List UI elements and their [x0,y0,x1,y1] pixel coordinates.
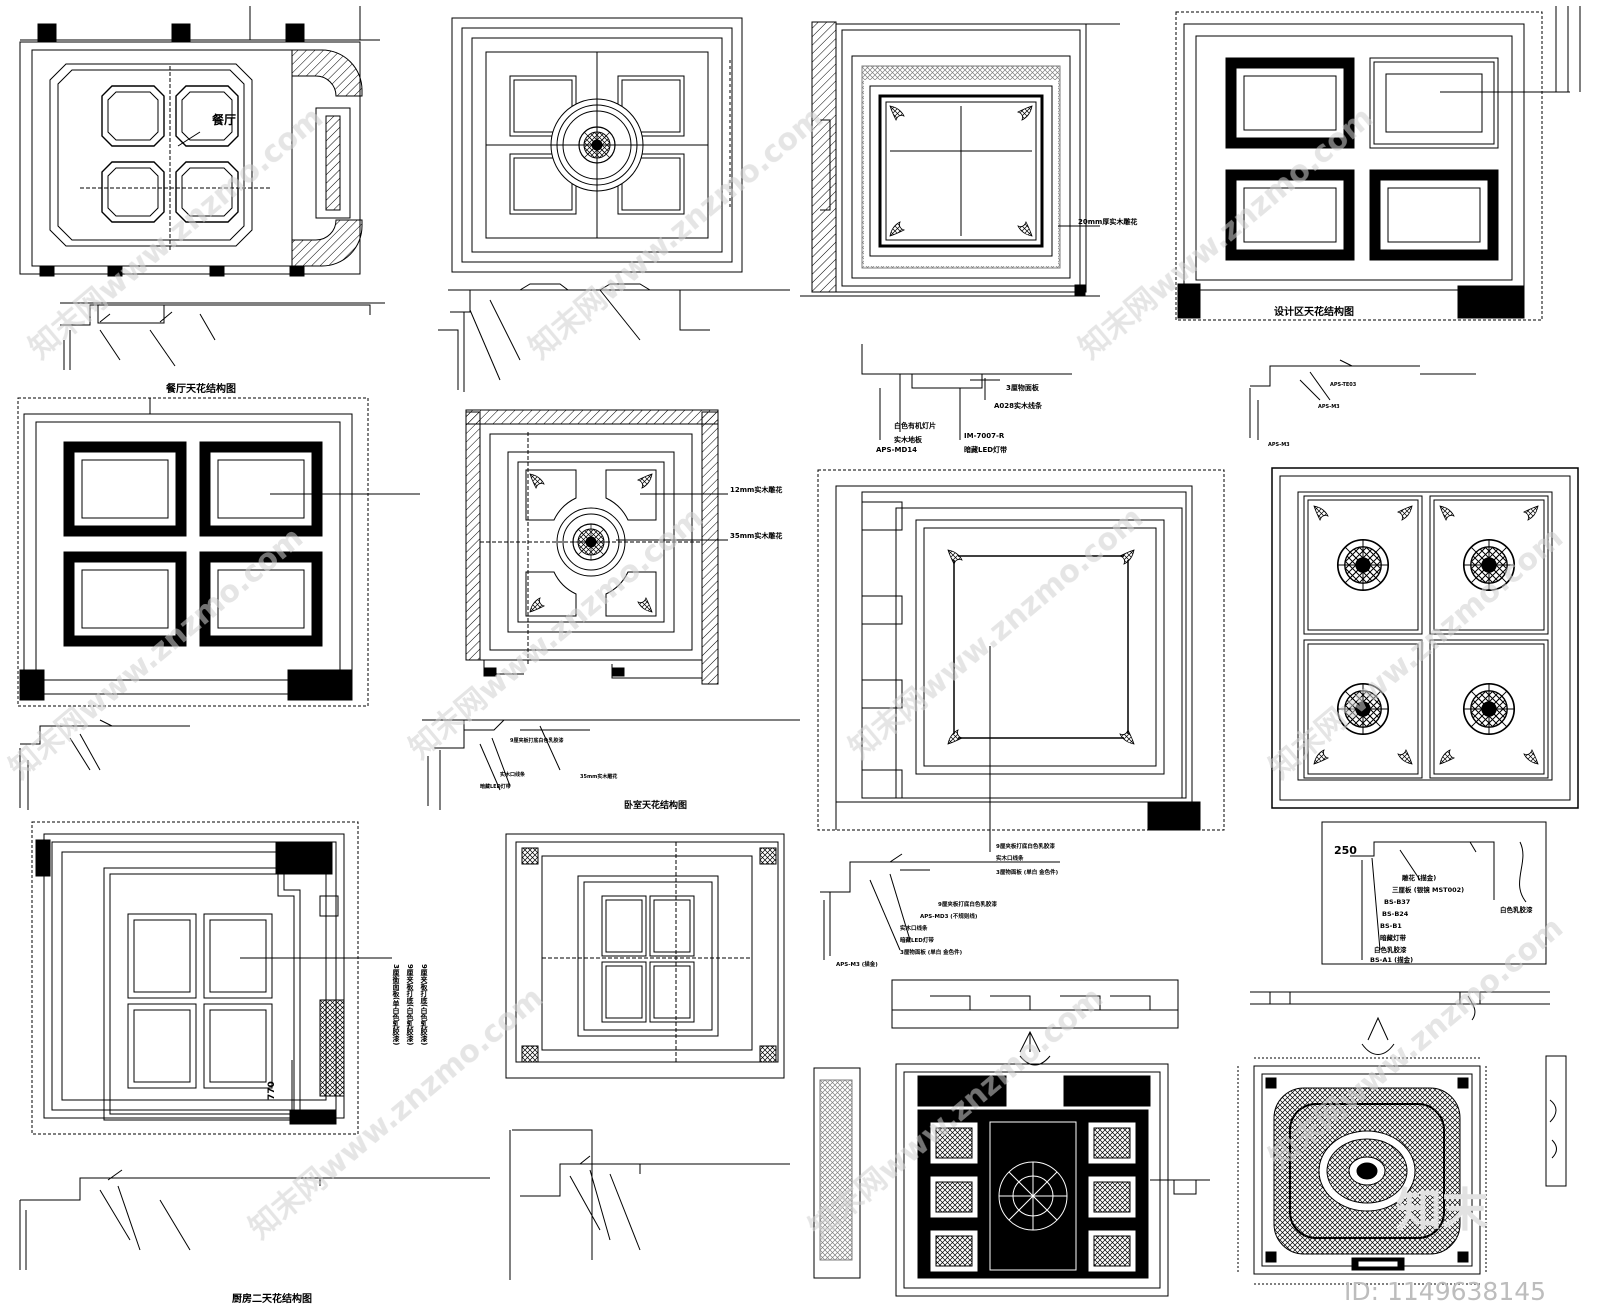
lattice-callout: 20mm厚实木雕花 [1078,217,1137,226]
center-label-8: 3厘物面板 (单白 金色件) [900,948,963,956]
four-panel-section [19,719,190,810]
kitchen2-title: 厨房二天花结构图 [232,1292,312,1305]
design-zone-section [1249,359,1476,440]
rosette-section-labels: 250 雕花 (描金) 三厘板 (银镜 MST002) BS-B37 BS-B2… [1334,844,1533,964]
right-label-2: 三厘板 (银镜 MST002) [1392,885,1464,894]
watermark-site-5: 知末网www.znzmo.com [403,500,710,766]
round-ceiling-section [438,283,790,392]
mid-label-5: IM-7007-R [964,432,1005,440]
mid-label-2: A028实木线条 [994,401,1043,410]
bedroom-label-4: 35mm实木雕花 [580,773,617,780]
center-label-4: 9厘夹板打底白色乳胶漆 [938,900,997,908]
ornament-ceiling-plan [817,469,1225,852]
bedroom-section [422,719,800,810]
kitchen2-vertical-notes: 3厘衡面板(单白色乳胶漆) 9厘夹板打底(白色乳胶漆) 9厘夹板打底(白色乳胶漆… [392,964,429,1045]
kitchen2-note-3: 9厘夹板打底(白色乳胶漆) [420,964,429,1045]
mid-label-7: 暗藏LED灯带 [964,445,1007,454]
right-label-4: BS-B24 [1382,910,1409,918]
restaurant-room-label: 餐厅 [212,112,236,127]
restaurant-title: 餐厅天花结构图 [165,382,236,395]
center-label-3: 3厘物面板 (单白 金色件) [996,868,1059,876]
kitchen2-dimension: 770 [267,1081,277,1100]
bedroom-callout-1: 12mm实木雕花 [730,485,782,494]
four-panel-ceiling-plan [17,397,420,707]
mid-label-1: 3厘物面板 [1006,383,1040,392]
right-label-8: BS-A1 (描金) [1370,955,1413,964]
restaurant-section [60,302,385,370]
center-label-9: APS-M3 (描金) [836,960,878,968]
luxury-ceiling-elevation [891,979,1179,1066]
design-label-1: APS-TE03 [1330,382,1357,388]
center-label-6: 实木口线条 [900,924,928,932]
design-zone-ceiling-plan [1175,6,1581,321]
right-label-3: BS-B37 [1384,898,1410,906]
image-id-label: ID: 1149638145 [1344,1277,1546,1306]
oval-ceiling-plan [1237,1055,1567,1285]
mid-section-detail [861,344,1072,440]
rosette-ceiling-plan [1271,467,1579,809]
mid-label-4: 实木地板 [894,435,923,444]
mid-label-6: APS-MD14 [876,446,917,454]
design-label-3: APS-M3 [1268,442,1290,448]
right-label-1: 雕花 (描金) [1402,873,1436,882]
center-label-5: APS-MD3 (不规则线) [920,912,978,920]
right-label-9: 白色乳胶漆 [1500,905,1533,914]
brand-watermark: 知末 ID: 1149638145 [1344,1183,1546,1306]
bedroom-label-2: 实木口线条 [500,771,525,778]
bedroom-callout-2: 35mm实木雕花 [730,531,782,540]
center-label-2: 实木口线条 [996,854,1024,862]
right-label-5: BS-B1 [1380,922,1402,930]
bedroom-section-labels: 9厘夹板打底白色乳胶漆 实木口线条 暗藏LED灯带 35mm实木雕花 [480,737,617,790]
right-label-7: 白色乳胶漆 [1374,945,1407,954]
mid-section-labels: 3厘物面板 A028实木线条 白色有机灯片 实木地板 IM-7007-R APS… [876,383,1043,454]
kitchen2-note-2: 9厘夹板打底(白色乳胶漆) [406,964,415,1045]
lattice-ceiling-plan [800,21,1120,297]
kitchen2-section [19,1169,490,1270]
design-zone-title: 设计区天花结构图 [1274,305,1354,318]
center-label-1: 9厘夹板打底白色乳胶漆 [996,842,1055,850]
right-label-6: 暗藏灯带 [1380,933,1407,942]
rosette-section-dim: 250 [1334,844,1357,857]
bedroom-title: 卧室天花结构图 [624,799,687,811]
round-ceiling-plan [451,17,743,273]
door-panel-section [509,1129,790,1280]
watermark-site-6: 知末网www.znzmo.com [843,500,1150,766]
restaurant-ceiling-plan [19,6,380,277]
luxury-ceiling-plan [813,1063,1210,1297]
rosette-section-detail [1321,821,1547,965]
bedroom-ceiling-plan [465,409,728,685]
door-panel-ceiling-plan [505,833,785,1079]
watermark-site-7: 知末网www.znzmo.com [1263,520,1570,786]
bedroom-label-1: 9厘夹板打底白色乳胶漆 [510,737,563,744]
ornament-section-labels: 9厘夹板打底白色乳胶漆 实木口线条 3厘物面板 (单白 金色件) 9厘夹板打底白… [836,842,1059,968]
design-label-2: APS-M3 [1318,404,1340,410]
bedroom-label-3: 暗藏LED灯带 [480,783,511,790]
kitchen2-ceiling-plan [31,821,392,1135]
kitchen2-note-1: 3厘衡面板(单白色乳胶漆) [392,964,401,1045]
oval-ceiling-elevation [1250,991,1550,1055]
mid-label-3: 白色有机灯片 [894,421,936,430]
brand-logo-text: 知末 [1396,1183,1488,1237]
ornament-section [820,853,1060,960]
center-label-7: 暗藏LED灯带 [900,936,934,944]
design-section-labels: APS-TE03 APS-M3 APS-M3 [1268,382,1357,448]
